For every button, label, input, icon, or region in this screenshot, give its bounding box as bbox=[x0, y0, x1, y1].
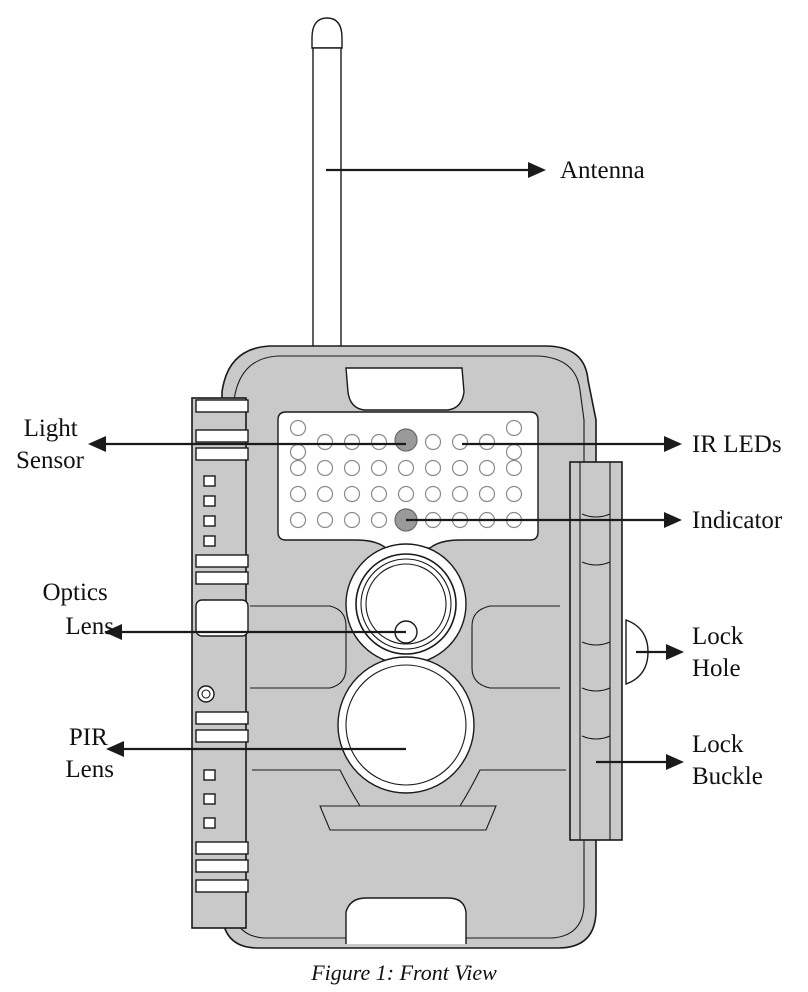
label-light-sensor-line2: Sensor bbox=[16, 447, 85, 474]
callout-arrows bbox=[88, 162, 684, 770]
ir-led bbox=[289, 443, 307, 461]
ir-led bbox=[343, 485, 361, 503]
label-lock-buckle-line2: Buckle bbox=[692, 763, 763, 790]
label-pir-lens: PIR Lens bbox=[65, 724, 114, 783]
ir-led bbox=[316, 433, 334, 451]
ir-led bbox=[505, 485, 523, 503]
label-ir-leds: IR LEDs bbox=[692, 431, 782, 458]
right-lock-buckle-strip bbox=[569, 461, 649, 841]
figure-caption: Figure 1: Front View bbox=[310, 960, 497, 985]
ir-led-grid bbox=[289, 419, 523, 532]
label-lock-hole-line2: Hole bbox=[692, 655, 741, 682]
light-sensor bbox=[394, 428, 418, 452]
label-lock-hole-line1: Lock bbox=[692, 623, 744, 650]
ir-led bbox=[289, 459, 307, 477]
label-optics-lens-line1: Optics bbox=[42, 579, 107, 606]
ir-led bbox=[289, 419, 307, 437]
ir-led bbox=[478, 433, 496, 451]
ir-led bbox=[289, 485, 307, 503]
left-hinge bbox=[191, 397, 249, 929]
ir-led bbox=[343, 511, 361, 529]
label-indicator: Indicator bbox=[692, 507, 783, 534]
label-lock-buckle: Lock Buckle bbox=[692, 731, 763, 790]
ir-led bbox=[505, 419, 523, 437]
ir-led bbox=[451, 485, 469, 503]
ir-led bbox=[505, 443, 523, 461]
ir-led bbox=[370, 433, 388, 451]
pir-lens bbox=[337, 656, 475, 794]
ir-led bbox=[343, 459, 361, 477]
label-optics-lens: Optics Lens bbox=[42, 579, 114, 640]
label-light-sensor-line1: Light bbox=[24, 415, 78, 442]
ir-led bbox=[397, 485, 415, 503]
ir-led bbox=[424, 459, 442, 477]
label-lock-hole: Lock Hole bbox=[692, 623, 750, 682]
optics-lens bbox=[345, 543, 467, 665]
ir-led bbox=[424, 433, 442, 451]
label-antenna: Antenna bbox=[560, 157, 645, 184]
ir-led bbox=[370, 459, 388, 477]
ir-led bbox=[478, 459, 496, 477]
ir-led bbox=[397, 459, 415, 477]
ir-led bbox=[478, 485, 496, 503]
ir-led bbox=[316, 511, 334, 529]
ir-led bbox=[505, 459, 523, 477]
ir-led bbox=[289, 511, 307, 529]
ir-led bbox=[316, 459, 334, 477]
ir-led bbox=[370, 485, 388, 503]
label-optics-lens-line2: Lens bbox=[65, 613, 114, 640]
label-pir-lens-line1: PIR bbox=[69, 724, 108, 751]
ir-led bbox=[424, 485, 442, 503]
antenna bbox=[297, 17, 357, 375]
ir-led bbox=[370, 511, 388, 529]
ir-led bbox=[451, 433, 469, 451]
ir-led bbox=[343, 433, 361, 451]
label-light-sensor: Light Sensor bbox=[16, 415, 85, 474]
label-lock-buckle-line1: Lock bbox=[692, 731, 744, 758]
ir-led bbox=[316, 485, 334, 503]
label-pir-lens-line2: Lens bbox=[65, 756, 114, 783]
ir-led bbox=[451, 459, 469, 477]
